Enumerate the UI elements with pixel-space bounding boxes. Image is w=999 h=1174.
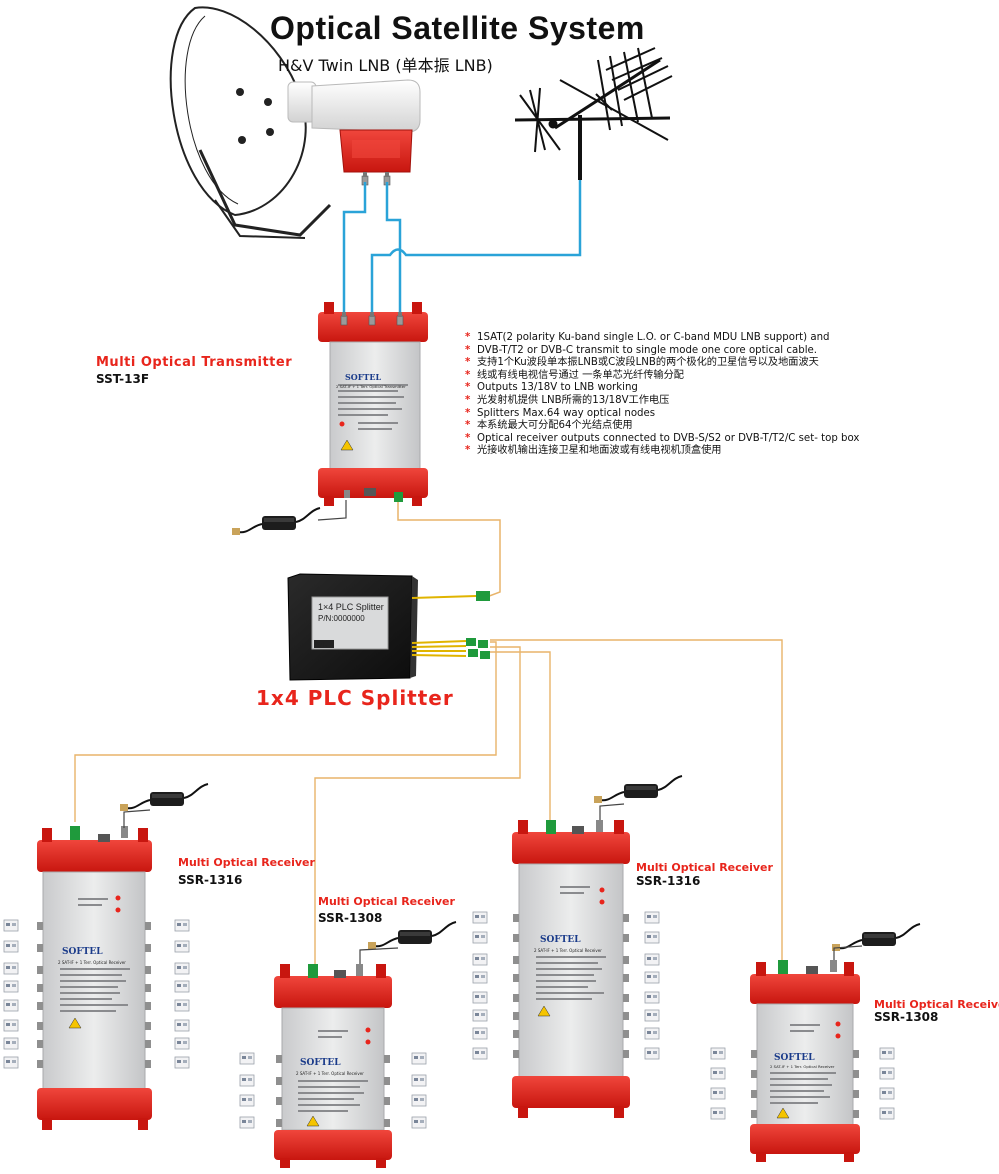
receiver-1-name-label: Multi Optical Receiver (178, 856, 315, 869)
twin-lnb (287, 79, 421, 186)
receiver-1-brand: SOFTEL (62, 947, 103, 957)
splitter-serial-label: S/N (316, 642, 328, 649)
receiver-2-panel-title: 2 SAT-IF + 1 Terr. Optical Receiver (296, 1071, 364, 1076)
receiver-1-model-label: SSR-1316 (178, 873, 243, 887)
optical-receiver-1 (3, 783, 209, 1130)
feature-item: 支持1个Ku波段单本振LNB或C波段LNB的两个极化的卫星信号以及地面波天 (463, 357, 983, 370)
transmitter-power-adapter (231, 500, 347, 536)
optical-receiver-3 (472, 775, 683, 1118)
receiver-2-model-label: SSR-1308 (318, 911, 383, 925)
feature-item: Splitters Max.64 way optical nodes (463, 408, 983, 421)
receiver-3-name-label: Multi Optical Receiver (636, 861, 773, 874)
receiver-4-brand: SOFTEL (774, 1053, 815, 1063)
transmitter-brand: SOFTEL (345, 372, 381, 382)
splitter-name-label: 1x4 PLC Splitter (256, 686, 454, 710)
feature-item: 光发射机提供 LNB所需的13/18V工作电压 (463, 395, 983, 408)
receiver-3-brand: SOFTEL (540, 935, 581, 945)
splitter-part-number: P/N:0000000 (318, 614, 365, 623)
feature-list: 1SAT(2 polarity Ku-band single L.O. or C… (463, 332, 983, 458)
plc-splitter (287, 573, 490, 681)
receiver-1-panel-title: 2 SAT-IF + 1 Terr. Optical Receiver (58, 960, 126, 965)
transmitter-panel-title: 2 SAT-IF + 1 Terr. Optical Transmitter (336, 384, 406, 389)
receiver-2-name-label: Multi Optical Receiver (318, 895, 455, 908)
lnb-subtitle: H&V Twin LNB (单本振 LNB) (278, 56, 493, 75)
optical-transmitter (318, 302, 428, 506)
feature-item: Optical receiver outputs connected to DV… (463, 433, 983, 446)
terrestrial-antenna (514, 47, 673, 180)
coax-cables (342, 180, 582, 318)
receiver-4-model-label: SSR-1308 (874, 1010, 939, 1024)
feature-item-continued: 线或有线电视信号通过 一条单芯光纤传输分配 (463, 370, 983, 383)
receiver-2-brand: SOFTEL (300, 1058, 341, 1068)
optical-receiver-4 (710, 923, 921, 1162)
receiver-4-name-label: Multi Optical Receiver (874, 998, 999, 1011)
receiver-3-model-label: SSR-1316 (636, 874, 701, 888)
feature-item: 光接收机输出连接卫星和地面波或有线电视机顶盒使用 (463, 445, 983, 458)
feature-item: 1SAT(2 polarity Ku-band single L.O. or C… (463, 332, 983, 345)
splitter-device-label: 1×4 PLC Splitter (318, 602, 384, 612)
fiber-splitter-to-receivers (74, 639, 783, 965)
diagram-title: Optical Satellite System (270, 10, 645, 46)
receiver-3-panel-title: 2 SAT-IF + 1 Terr. Optical Receiver (534, 948, 602, 953)
feature-item-continued: DVB-T/T2 or DVB-C transmit to single mod… (463, 345, 983, 358)
feature-item: Outputs 13/18V to LNB working (463, 382, 983, 395)
feature-item: 本系统最大可分配64个光结点使用 (463, 420, 983, 433)
optical-receiver-2 (239, 921, 457, 1168)
satellite-dish (169, 6, 332, 239)
transmitter-model-label: SST-13F (96, 372, 150, 386)
receiver-4-panel-title: 2 SAT-IF + 1 Terr. Optical Receiver (770, 1064, 835, 1069)
fiber-tx-to-splitter (397, 502, 501, 599)
transmitter-name-label: Multi Optical Transmitter (96, 355, 293, 370)
